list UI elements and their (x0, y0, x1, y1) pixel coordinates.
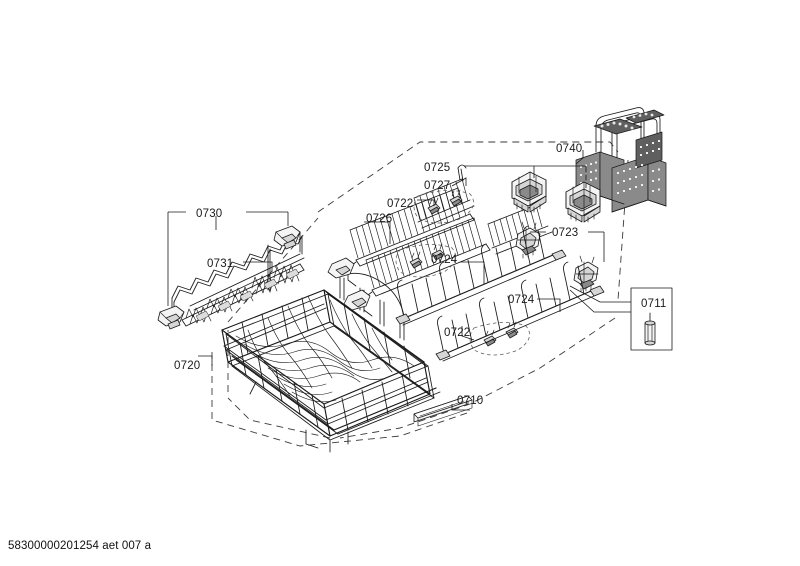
leader-0727 (451, 177, 467, 187)
leader-0726 (364, 221, 391, 244)
part-roller-clip-0723-b (573, 255, 599, 293)
footer-code: 58300000201254 aet 007 a (8, 540, 152, 552)
part-label-flat-strip-cover: 0710 (457, 395, 484, 407)
leader-0724-upper (460, 261, 485, 284)
part-label-upper-basket-frame: 0720 (174, 360, 201, 372)
leader-0725 (464, 165, 587, 188)
part-clip-set-0722-mid (395, 243, 456, 278)
part-label-cutlery-basket: 0740 (556, 143, 583, 155)
part-zigzag-rack-0730 (157, 225, 303, 330)
leader-0720 (198, 355, 213, 366)
part-label-roller-clip: 0723 (552, 227, 579, 239)
part-label-small-cylinder-pin: 0711 (641, 298, 667, 310)
part-label-comb-tine-support: 0727 (424, 180, 451, 192)
leader-0710 (451, 404, 470, 411)
part-label-comb-tine-rack: 0726 (366, 213, 393, 225)
part-label-tine-row-lower: 0724 (508, 294, 535, 306)
leader-0724-lower (537, 298, 561, 312)
part-label-clip-set-lower: 0722 (444, 327, 471, 339)
part-label-tine-row-upper: 0724 (431, 254, 458, 266)
leader-0731 (243, 261, 273, 272)
part-label-clip-set-upper: 0722 (387, 198, 414, 210)
part-label-zigzag-wire-rack: 0730 (196, 208, 223, 220)
part-label-folding-tine-strip: 0731 (207, 258, 234, 270)
leader-0722-lower (461, 326, 475, 341)
part-label-bracket-pair: 0725 (424, 162, 451, 174)
part-roller-clip-0723-a (515, 221, 541, 259)
part-comb-support-0727 (413, 164, 553, 255)
leader-0740 (575, 150, 584, 165)
part-flat-strip-0710 (413, 395, 473, 427)
leader-0730 (167, 211, 289, 306)
detail-box-0711 (569, 285, 673, 351)
leader-0722-upper (417, 199, 435, 206)
part-folding-tine-strip-0731 (181, 253, 305, 327)
part-bracket-pair-0725 (511, 171, 601, 223)
part-tine-row-0724-upper (395, 225, 567, 326)
part-comb-rack-0726 (327, 187, 491, 317)
part-main-basket-0720 (221, 272, 441, 453)
part-tine-row-0724-lower (435, 261, 605, 362)
